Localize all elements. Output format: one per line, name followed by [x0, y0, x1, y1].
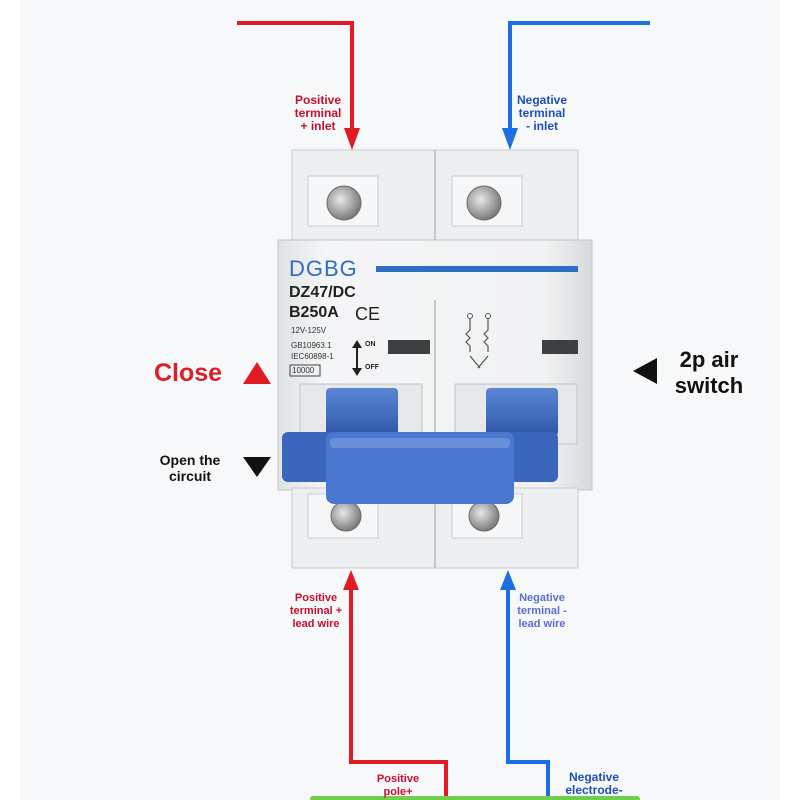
pointer-arrow-icon — [633, 358, 657, 384]
rating-label: B250A — [289, 304, 339, 321]
negative-electrode-label: Negative electrode- — [565, 770, 623, 797]
close-label: Close — [154, 359, 223, 387]
brand-label: DGBG — [289, 256, 358, 281]
switch-label: 2p air switch — [674, 347, 744, 398]
open-circuit-label: Open the circuit — [159, 452, 221, 484]
voltage-label: 12V-125V — [291, 326, 327, 335]
negative-lead-label: Negative terminal - lead wire — [517, 592, 567, 630]
close-arrow-icon — [243, 362, 271, 384]
positive-pole-label: Positive pole+ — [376, 773, 420, 798]
code-label: 10000 — [292, 366, 315, 375]
top-left-screw — [326, 185, 362, 221]
negative-lead-wire — [500, 570, 550, 800]
positive-lead-wire — [343, 570, 448, 800]
negative-inlet-wire — [502, 21, 650, 150]
bottom-left-screw — [330, 500, 362, 532]
on-label: ON — [365, 341, 376, 348]
off-label: OFF — [365, 364, 379, 371]
positive-inlet-label: Positive terminal + inlet — [294, 93, 342, 133]
positive-lead-label: Positive terminal + lead wire — [289, 592, 343, 630]
negative-inlet-label: Negative terminal - inlet — [516, 93, 568, 133]
model-label: DZ47/DC — [289, 284, 356, 301]
open-arrow-icon — [243, 457, 271, 477]
standard-1-label: GB10963.1 — [291, 341, 332, 350]
top-right-screw — [466, 185, 502, 221]
ce-mark: CE — [355, 304, 381, 324]
positive-inlet-wire — [237, 21, 360, 150]
toggle-handle[interactable] — [282, 383, 578, 504]
bottom-right-screw — [468, 500, 500, 532]
standard-2-label: IEC60898-1 — [291, 352, 334, 361]
